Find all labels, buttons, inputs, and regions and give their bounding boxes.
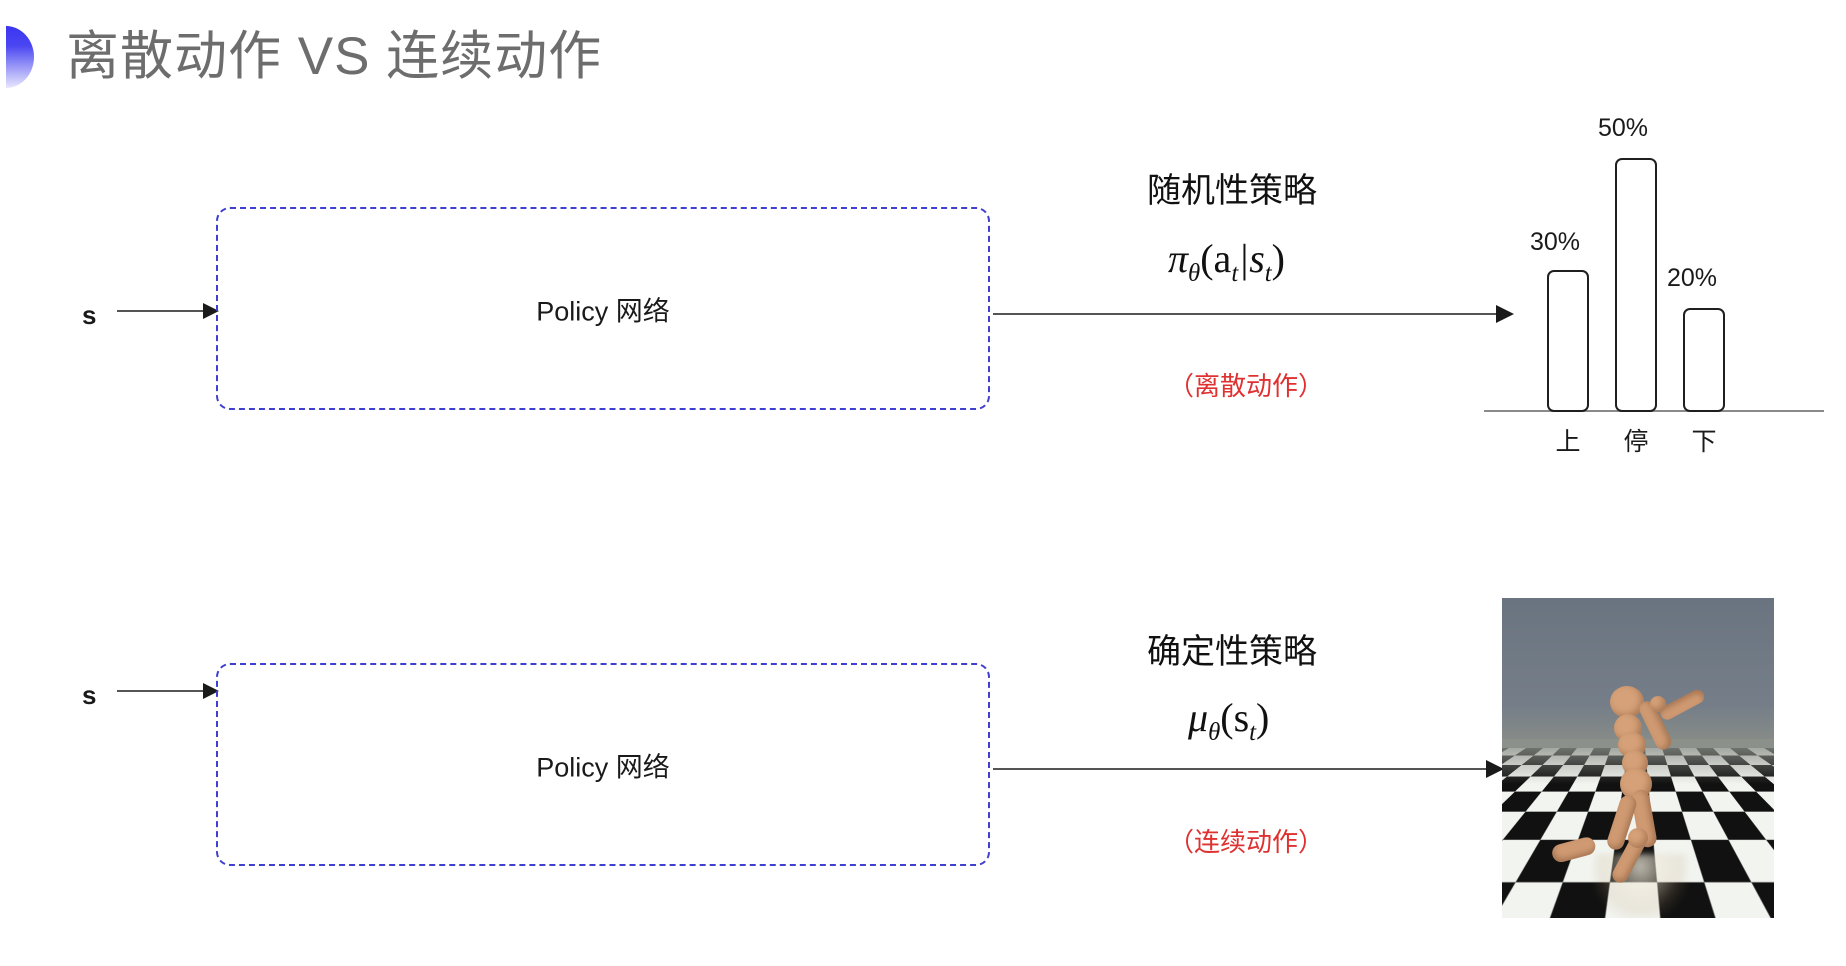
input-arrow-continuous [117,690,217,692]
policy-network-label-continuous: Policy 网络 [218,745,988,784]
sim-floor-reflection [1594,854,1686,918]
bar-up [1547,270,1589,412]
formula-pi: π [1168,236,1188,281]
formula-mu: μ [1188,695,1208,740]
humanoid-simulation-image [1502,598,1774,918]
output-arrow-continuous [993,768,1502,770]
formula-close-paren: ) [1272,236,1285,281]
formula-open-paren-a: (a [1200,236,1231,281]
humanoid-hand [1650,696,1666,712]
policy-network-label-discrete: Policy 网络 [218,289,988,328]
formula-deterministic-policy: μθ(st) [1188,694,1269,747]
output-arrow-discrete [993,313,1512,315]
bar-category-stop: 停 [1606,422,1666,458]
state-input-label-continuous: s [82,680,96,711]
formula-st-sub: t [1265,260,1272,287]
policy-network-box-continuous[interactable]: Policy 网络 [216,663,990,866]
policy-network-box-discrete[interactable]: Policy 网络 [216,207,990,410]
formula-stochastic-policy: πθ(at|st) [1168,235,1285,288]
formula-bar-s: |s [1238,236,1265,281]
bar-value-stop: 50% [1598,114,1648,143]
state-input-label-discrete: s [82,300,96,331]
formula-close-paren-2: ) [1256,695,1269,740]
bar-category-up: 上 [1538,422,1598,458]
humanoid-knee [1628,828,1648,848]
bar-value-up: 30% [1530,228,1580,257]
bar-category-down: 下 [1674,422,1734,458]
formula-theta: θ [1188,260,1200,287]
title-accent-shape [6,26,34,88]
page-title: 离散动作 VS 连续动作 [66,22,602,92]
input-arrow-discrete [117,310,217,312]
formula-st-sub-2: t [1249,719,1256,746]
formula-open-paren-s: (s [1220,695,1249,740]
bar-down [1683,308,1725,412]
annotation-title-deterministic-policy: 确定性策略 [1147,624,1317,673]
action-probability-bar-chart: 30% 上 50% 停 20% 下 [1470,100,1846,440]
annotation-title-stochastic-policy: 随机性策略 [1147,163,1317,212]
note-discrete-action: （离散动作） [1168,366,1324,403]
bar-value-down: 20% [1667,264,1717,293]
note-continuous-action: （连续动作） [1168,822,1324,859]
bar-stop [1615,158,1657,412]
formula-theta-2: θ [1208,719,1220,746]
